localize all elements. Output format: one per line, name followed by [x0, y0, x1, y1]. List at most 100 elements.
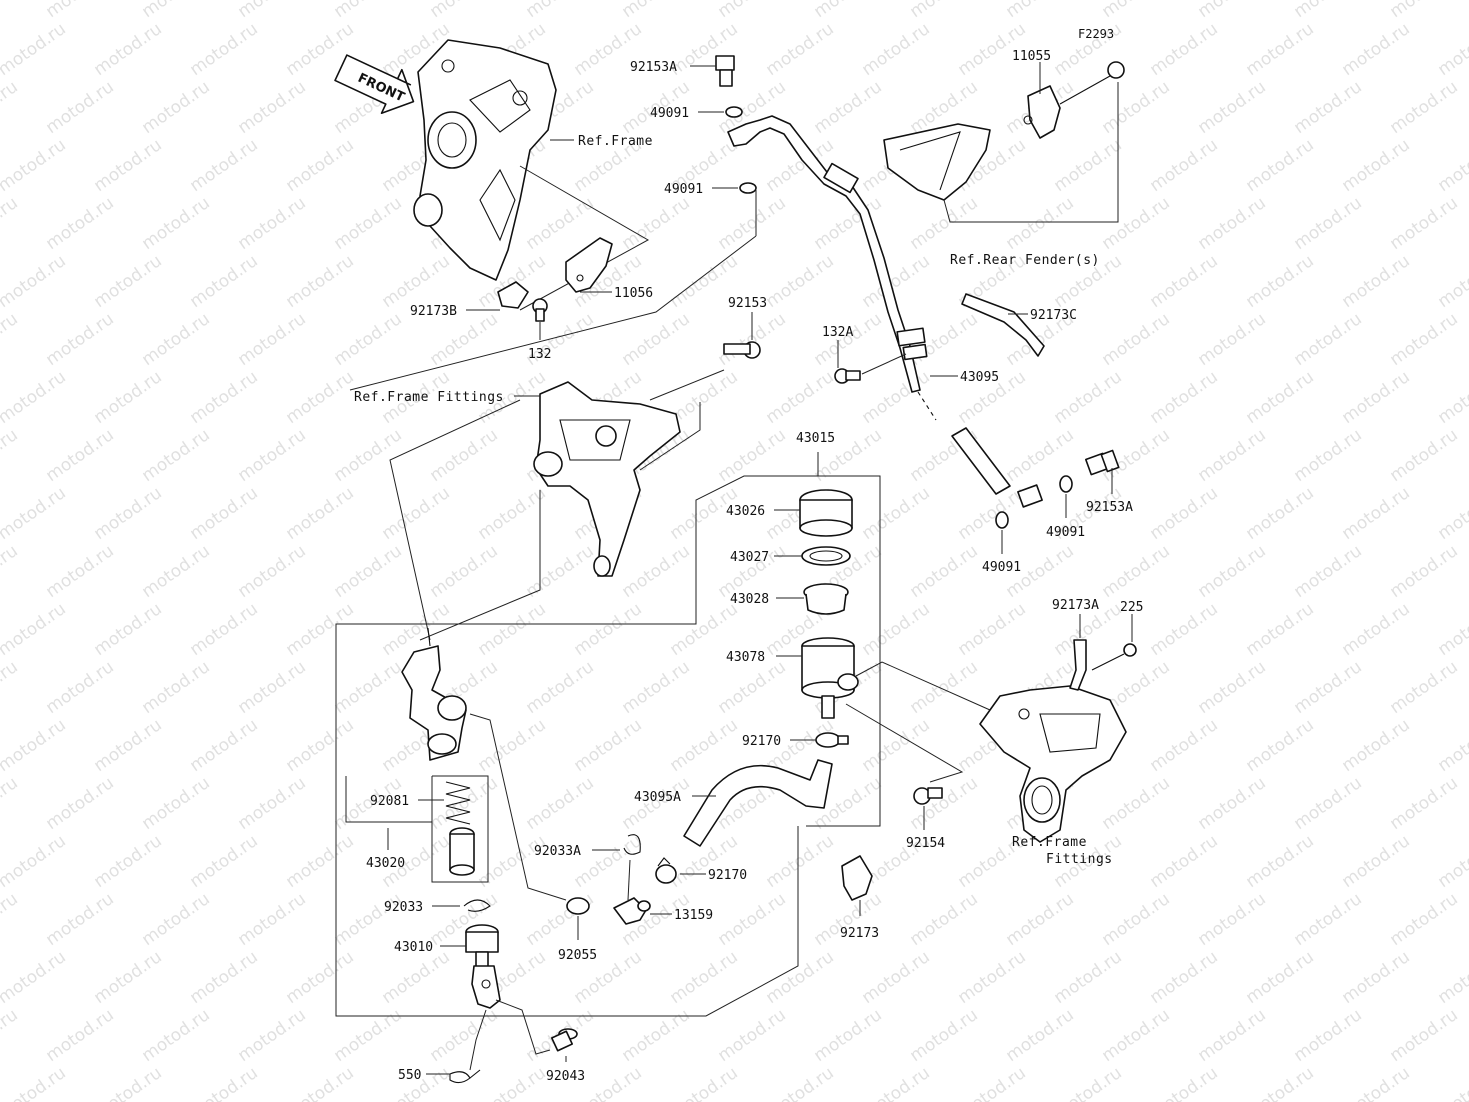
bolt-11055-screw	[1059, 61, 1125, 105]
circlip-92033A	[623, 834, 641, 855]
watermark-text: motod.ru	[618, 193, 693, 254]
watermark-text: motod.ru	[714, 889, 789, 950]
label-92043: 92043	[546, 1069, 585, 1084]
watermark-text: motod.ru	[1290, 77, 1365, 138]
watermark-text: motod.ru	[138, 657, 213, 718]
watermark-text: motod.ru	[138, 541, 213, 602]
plate-43027	[801, 546, 851, 566]
label-49091-c: 49091	[1046, 525, 1085, 540]
watermark-text: motod.ru	[138, 1005, 213, 1066]
watermark-text: motod.ru	[714, 0, 789, 22]
watermark-text: motod.ru	[234, 889, 309, 950]
watermark-text: motod.ru	[1194, 0, 1269, 22]
watermark-text: motod.ru	[1098, 889, 1173, 950]
watermark-text: motod.ru	[1050, 135, 1125, 196]
watermark-text: motod.ru	[378, 251, 453, 312]
watermark-text: motod.ru	[1386, 1005, 1461, 1066]
watermark-text: motod.ru	[714, 425, 789, 486]
watermark-text: motod.ru	[1434, 599, 1469, 660]
watermark-text: motod.ru	[234, 1005, 309, 1066]
bolt-132A	[834, 368, 861, 384]
watermark-text: motod.ru	[1194, 77, 1269, 138]
watermark-text: motod.ru	[1146, 135, 1221, 196]
reservoir-43078	[801, 637, 859, 719]
cotter-pin-550	[449, 1069, 481, 1084]
watermark-text: motod.ru	[0, 0, 22, 22]
watermark-text: motod.ru	[1242, 135, 1317, 196]
watermark-text: motod.ru	[0, 541, 22, 602]
watermark-text: motod.ru	[0, 1005, 22, 1066]
cap-43026	[799, 489, 853, 537]
watermark-text: motod.ru	[474, 715, 549, 776]
watermark-text: motod.ru	[1242, 715, 1317, 776]
watermark-text: motod.ru	[0, 889, 22, 950]
watermark-text: motod.ru	[42, 1005, 117, 1066]
watermark-text: motod.ru	[1338, 19, 1413, 80]
watermark-text: motod.ru	[282, 135, 357, 196]
label-92170-b: 92170	[708, 868, 747, 883]
ref-frame-fittings-left-label: Ref.Frame Fittings	[354, 390, 504, 405]
watermark-text: motod.ru	[1098, 0, 1173, 22]
watermark-text: motod.ru	[0, 715, 70, 776]
watermark-text: motod.ru	[1386, 773, 1461, 834]
watermark-text: motod.ru	[1146, 19, 1221, 80]
watermark-text: motod.ru	[0, 251, 70, 312]
watermark-text: motod.ru	[42, 0, 117, 22]
watermark-text: motod.ru	[1290, 889, 1365, 950]
watermark-text: motod.ru	[1338, 483, 1413, 544]
watermark-text: motod.ru	[1386, 657, 1461, 718]
watermark-text: motod.ru	[378, 483, 453, 544]
label-92153A-top: 92153A	[630, 60, 677, 75]
label-92153: 92153	[728, 296, 767, 311]
watermark-text: motod.ru	[714, 657, 789, 718]
watermark-text: motod.ru	[1242, 947, 1317, 1008]
watermark-text: motod.ru	[570, 715, 645, 776]
watermark-text: motod.ru	[1386, 541, 1461, 602]
watermark-text: motod.ru	[1002, 1005, 1077, 1066]
watermark-text: motod.ru	[1290, 1005, 1365, 1066]
watermark-text: motod.ru	[1338, 135, 1413, 196]
label-132A: 132A	[822, 325, 853, 340]
watermark-text: motod.ru	[618, 1005, 693, 1066]
watermark-text: motod.ru	[810, 1005, 885, 1066]
watermark-text: motod.ru	[1194, 541, 1269, 602]
watermark-text: motod.ru	[1050, 367, 1125, 428]
watermark-text: motod.ru	[282, 947, 357, 1008]
watermark-text: motod.ru	[1194, 425, 1269, 486]
watermark-text: motod.ru	[762, 19, 837, 80]
piston-part	[449, 827, 475, 876]
watermark-text: motod.ru	[138, 309, 213, 370]
watermark-text: motod.ru	[282, 831, 357, 892]
watermark-text: motod.ru	[138, 773, 213, 834]
watermark-text: motod.ru	[858, 599, 933, 660]
watermark-text: motod.ru	[1242, 599, 1317, 660]
watermark-text: motod.ru	[330, 1005, 405, 1066]
pushrod-43010	[465, 924, 501, 1009]
label-92173A: 92173A	[1052, 598, 1099, 613]
watermark-text: motod.ru	[0, 831, 70, 892]
label-43027: 43027	[730, 550, 769, 565]
label-92173C: 92173C	[1030, 308, 1077, 323]
watermark-text: motod.ru	[234, 77, 309, 138]
watermark-text: motod.ru	[90, 135, 165, 196]
watermark-text: motod.ru	[666, 1063, 741, 1102]
watermark-text: motod.ru	[810, 0, 885, 22]
watermark-text: motod.ru	[378, 947, 453, 1008]
watermark-text: motod.ru	[522, 0, 597, 22]
watermark-text: motod.ru	[1434, 251, 1469, 312]
watermark-text: motod.ru	[282, 715, 357, 776]
watermark-text: motod.ru	[1002, 0, 1077, 22]
watermark-text: motod.ru	[906, 657, 981, 718]
watermark-text: motod.ru	[906, 193, 981, 254]
watermark-text: motod.ru	[1050, 947, 1125, 1008]
frame-fittings-left-part	[533, 381, 681, 577]
watermark-text: motod.ru	[186, 135, 261, 196]
hose-clamp-92170-b	[655, 857, 677, 884]
watermark-text: motod.ru	[42, 193, 117, 254]
label-11056: 11056	[614, 286, 653, 301]
watermark-text: motod.ru	[234, 309, 309, 370]
bracket-11056	[565, 237, 613, 293]
bolt-92153	[723, 341, 761, 359]
watermark-text: motod.ru	[90, 715, 165, 776]
